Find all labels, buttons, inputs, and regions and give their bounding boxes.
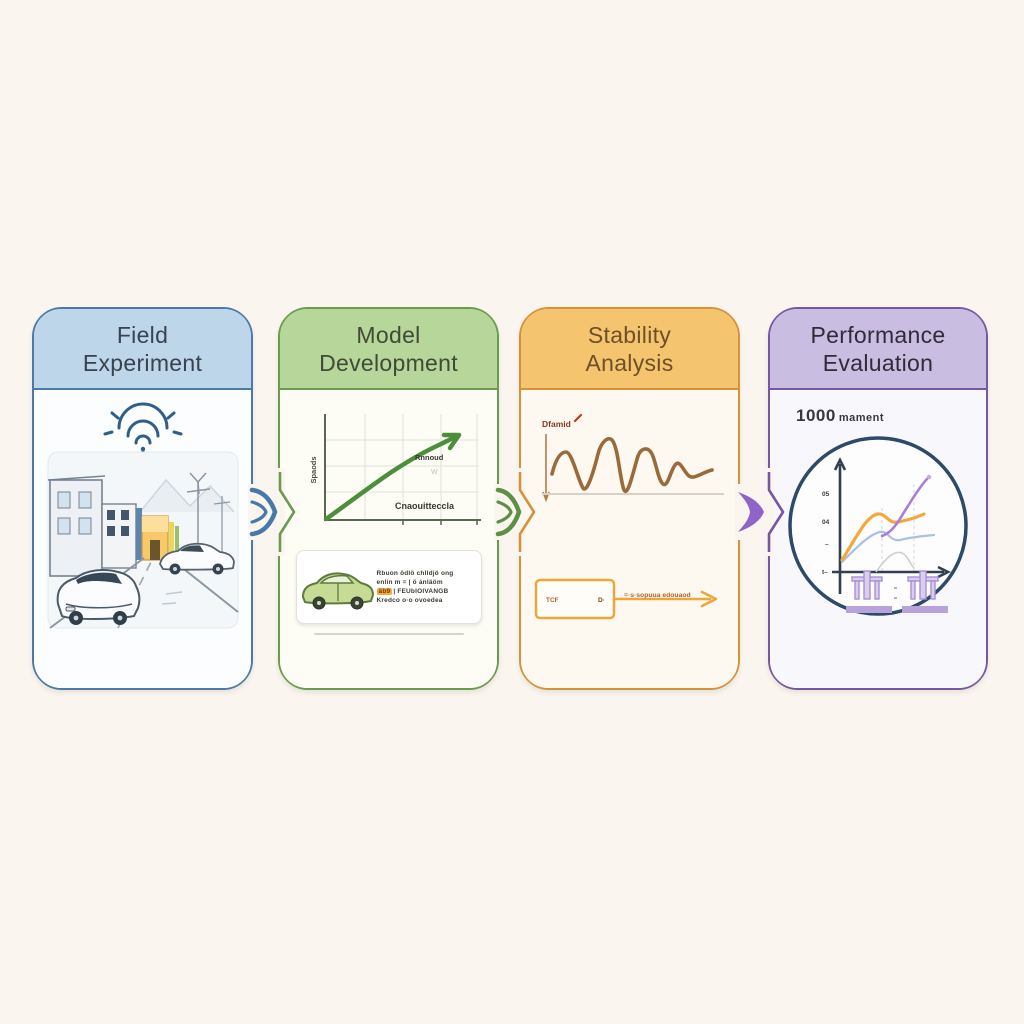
flow-arrow-icon <box>738 492 764 532</box>
damped-oscillation-wave: Dfamid <box>541 413 724 503</box>
street-scene <box>47 451 239 629</box>
model-equation-line: Rbuon ödlö chlldjö ong <box>376 570 454 577</box>
y-tick: 04 <box>822 519 830 526</box>
step-title-line2: Development <box>319 349 458 376</box>
damped-wave-curve <box>549 437 714 494</box>
step-header: Performance Evaluation <box>770 309 986 390</box>
circle-frame <box>788 436 968 616</box>
wifi-icon <box>103 402 182 462</box>
podium-icon <box>851 570 883 600</box>
podium-icon <box>907 570 939 600</box>
metric-suffix: mament <box>838 412 885 424</box>
curve-annotation: Rnnoud <box>415 453 444 462</box>
buildings-icon <box>47 475 142 577</box>
pen-tick-icon <box>573 413 582 423</box>
model-equations: Rbuon ödlö chlldjö ong enlin m = | ö ánl… <box>376 569 481 605</box>
step-title-line1: Model <box>356 321 421 348</box>
model-equation-line: Kredco o·o ovoedea <box>376 597 443 604</box>
blue-series-line <box>840 530 936 564</box>
step-header: Field Experiment <box>34 309 251 390</box>
x-axis-label: Cnaouitteccla <box>395 501 455 511</box>
step-title-line2: Evaluation <box>822 349 934 376</box>
block-diagram: TCF D· =·s·sopuua edouaod <box>534 578 717 620</box>
step-card-stability-analysis: Stability Analysis Dfamid TCF D· =·s·sop… <box>519 307 740 690</box>
podium-base <box>846 606 892 613</box>
faint-series-line <box>875 551 915 573</box>
street-scene-illustration <box>47 402 239 629</box>
tick-marks <box>894 587 897 599</box>
step-card-model-development: Model Development Spaods Rnnoud W Cnaoui… <box>278 307 499 690</box>
arrowhead-icon <box>438 432 461 451</box>
flow-connector-2 <box>486 458 544 571</box>
results-circle-chart: 05 04 – t– <box>788 436 968 616</box>
flow-connector-1 <box>240 458 304 571</box>
highlight-chip: äb9 <box>376 588 393 595</box>
step-body: Dfamid TCF D· =·s·sopuua edouaod <box>521 390 738 688</box>
purple-series-line <box>880 476 930 538</box>
podium-base <box>902 606 948 613</box>
card-notch <box>767 472 785 552</box>
step-title-line1: Stability <box>587 321 672 348</box>
metric-value: 1000 <box>796 406 836 425</box>
model-equation-line: enlin m = | ö ánläöm <box>376 579 443 586</box>
green-car-icon <box>301 572 374 610</box>
vehicle-model-card: Rbuon ödlö chlldjö ong enlin m = | ö ánl… <box>295 550 482 624</box>
model-equation-line: äb9| FEUbIOIVANGB <box>376 588 449 595</box>
step-body <box>34 390 251 688</box>
mountains-icon <box>138 478 235 513</box>
step-header: Stability Analysis <box>521 309 738 390</box>
step-body: Spaods Rnnoud W Cnaouitteccla Rbuon ödlö… <box>280 390 497 688</box>
series-endpoint-dot <box>926 474 932 480</box>
y-tick: t– <box>822 569 828 576</box>
y-tick: 05 <box>822 491 830 498</box>
card-notch <box>278 472 296 552</box>
lit-storefront-icon <box>140 515 179 561</box>
card-notch <box>518 472 536 552</box>
y-tick: – <box>825 541 829 548</box>
curve-annotation-2: W <box>431 469 438 476</box>
flow-arrow-icon <box>612 590 717 608</box>
block-symbol: D· <box>598 597 605 604</box>
step-title-line1: Field <box>116 321 169 348</box>
block-label: TCF <box>546 597 559 604</box>
step-card-field-experiment: Field Experiment <box>32 307 253 690</box>
flow-arrow-icon <box>495 487 522 537</box>
car-icon <box>158 542 235 575</box>
flow-connector-3 <box>727 458 791 571</box>
step-title-line2: Analysis <box>585 349 674 376</box>
step-header: Model Development <box>280 309 497 390</box>
wave-label: Dfamid <box>542 419 571 429</box>
growth-curve <box>323 441 443 522</box>
growth-curve-chart: Spaods Rnnoud W Cnaouitteccla <box>309 414 481 525</box>
arrow-label: =·s·sopuua edouaod <box>624 592 691 599</box>
step-title-line2: Experiment <box>82 349 203 376</box>
y-axis-label: Spaods <box>309 456 318 483</box>
table-edge-line <box>313 633 464 635</box>
car-icon <box>56 569 140 625</box>
flow-arrow-icon <box>249 487 278 537</box>
step-title-line1: Performance <box>810 321 946 348</box>
orange-series-line <box>840 512 926 562</box>
